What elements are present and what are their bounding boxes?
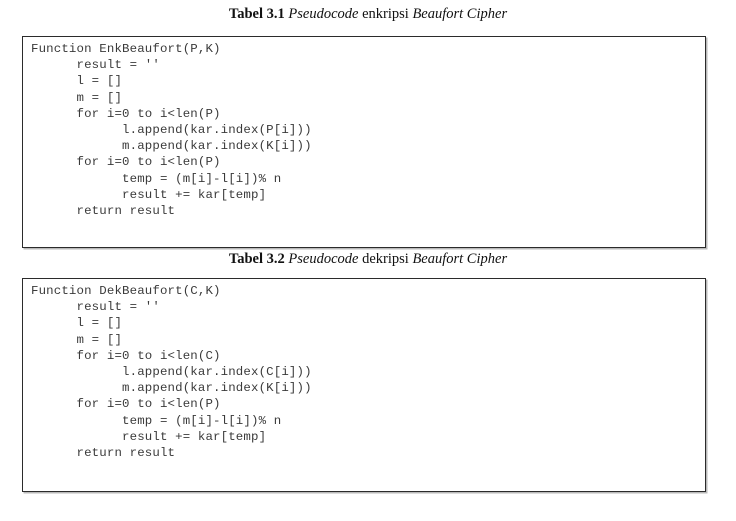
pseudocode-text-decryption: Function DekBeaufort(C,K) result = '' l …: [31, 284, 312, 461]
caption-label: Tabel 3.1: [228, 6, 285, 22]
table-caption-3-2: Tabel 3.2 Pseudocode dekripsi Beaufort C…: [0, 250, 736, 268]
caption-italic-subject: Beaufort Cipher: [412, 251, 508, 267]
caption-italic-subject: Beaufort Cipher: [412, 6, 508, 22]
caption-label: Tabel 3.2: [228, 251, 285, 267]
table-caption-3-1: Tabel 3.1 Pseudocode enkripsi Beaufort C…: [0, 5, 736, 23]
pseudocode-text-encryption: Function EnkBeaufort(P,K) result = '' l …: [31, 42, 312, 219]
pseudocode-box-decryption: Function DekBeaufort(C,K) result = '' l …: [22, 278, 706, 492]
caption-italic-term: Pseudocode: [288, 251, 359, 267]
caption-italic-term: Pseudocode: [288, 6, 359, 22]
caption-plain-term: enkripsi: [362, 6, 409, 22]
caption-plain-term: dekripsi: [362, 251, 409, 267]
pseudocode-box-encryption: Function EnkBeaufort(P,K) result = '' l …: [22, 36, 706, 248]
